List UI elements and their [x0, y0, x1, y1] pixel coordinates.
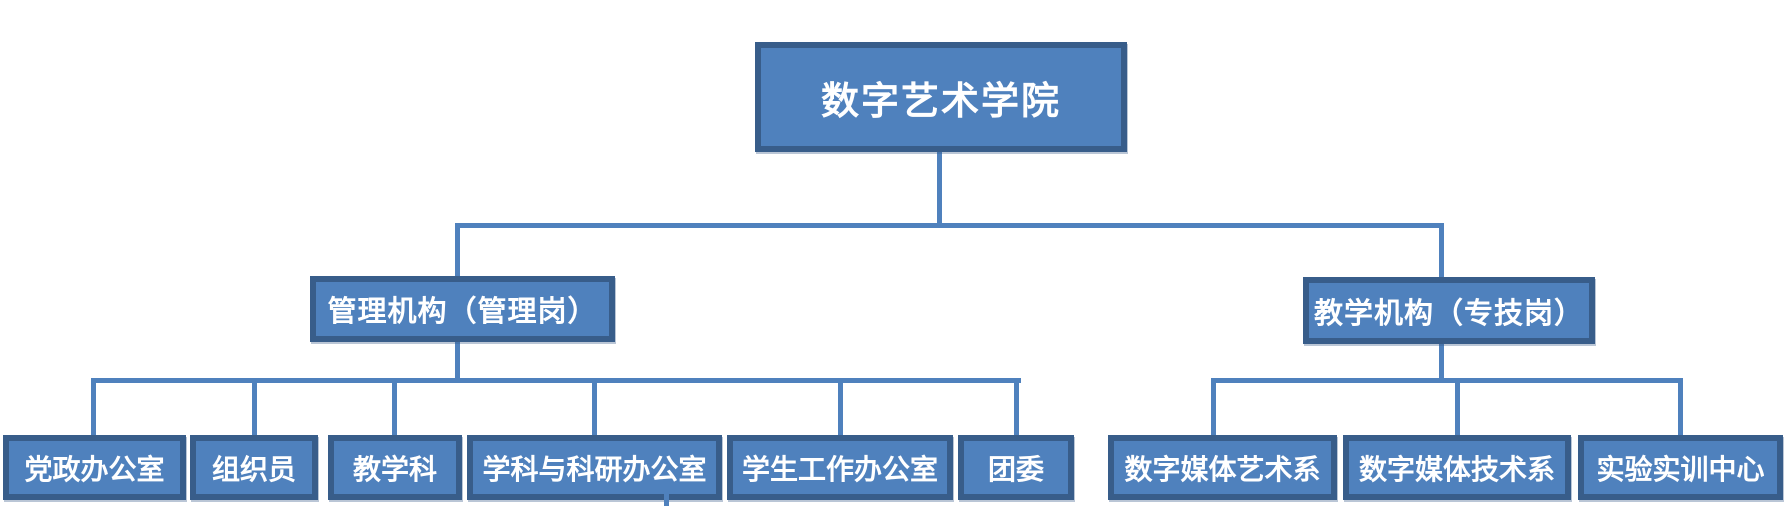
org-node-xueke-keyan-office: 学科与科研办公室 [467, 435, 722, 500]
connector-root-down [937, 152, 942, 225]
connector-drop-teaching [1439, 223, 1444, 281]
connector-drop-jiaoxueke [392, 378, 397, 438]
org-node-shuzi-meiti-jishu: 数字媒体技术系 [1343, 435, 1571, 500]
org-node-jiaoxueke: 教学科 [328, 435, 462, 500]
org-node-xuesheng-gongzuo-office: 学生工作办公室 [727, 435, 953, 500]
connector-drop-zuzhiyuan [252, 378, 257, 438]
connector-drop-management [455, 223, 460, 279]
org-node-label: 党政办公室 [24, 452, 165, 486]
org-node-teaching: 教学机构（专技岗） [1303, 277, 1595, 344]
org-node-management-label: 管理机构（管理岗） [327, 294, 598, 328]
org-node-management: 管理机构（管理岗） [310, 276, 615, 342]
connector-drop-tuanwei [1014, 378, 1019, 438]
connector-drop-dangzheng [91, 378, 96, 438]
org-node-label: 团委 [987, 452, 1044, 486]
org-node-label: 实验实训中心 [1596, 452, 1765, 486]
connector-management-down [455, 340, 460, 382]
connector-teaching-down [1439, 342, 1444, 382]
org-node-label: 学生工作办公室 [741, 452, 938, 486]
connector-drop-xueke [592, 378, 597, 438]
org-node-label: 组织员 [211, 452, 296, 486]
org-node-teaching-label: 教学机构（专技岗） [1313, 295, 1584, 330]
org-node-root: 数字艺术学院 [755, 42, 1127, 152]
connector-stub [664, 490, 669, 506]
org-node-label: 教学科 [352, 452, 437, 486]
org-node-label: 学科与科研办公室 [482, 452, 707, 486]
org-node-label: 数字媒体技术系 [1358, 452, 1555, 486]
org-node-tuanwei: 团委 [958, 435, 1074, 500]
connector-drop-jishuxi [1455, 378, 1460, 438]
connector-drop-shiyan [1678, 378, 1683, 438]
org-node-root-label: 数字艺术学院 [820, 77, 1061, 123]
connector-drop-yishuxi [1211, 378, 1216, 438]
connector-drop-xuesheng [838, 378, 843, 438]
org-node-zuzhiyuan: 组织员 [190, 435, 318, 500]
connector-level1-horizontal [455, 223, 1444, 228]
org-node-shuzi-meiti-yishu: 数字媒体艺术系 [1108, 435, 1337, 500]
connector-management-horizontal [91, 378, 1021, 383]
org-node-shiyan-shixun: 实验实训中心 [1578, 435, 1783, 500]
org-node-label: 数字媒体艺术系 [1124, 452, 1321, 486]
org-node-dangzheng-office: 党政办公室 [3, 435, 186, 500]
connector-teaching-horizontal [1211, 378, 1683, 383]
